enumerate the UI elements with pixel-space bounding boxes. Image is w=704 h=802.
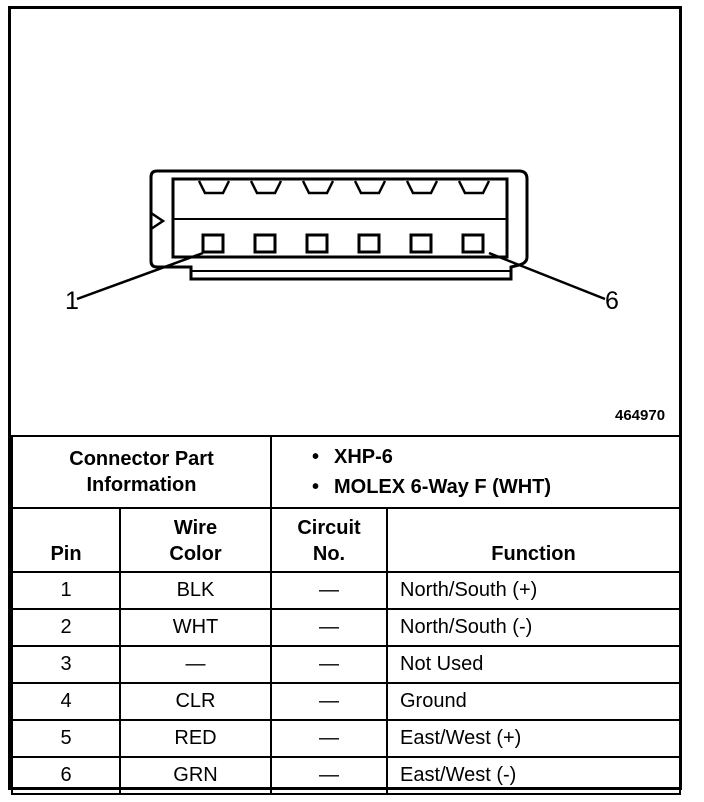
connector-housing-outline — [149, 169, 529, 281]
function-cell: North/South (+) — [386, 571, 681, 610]
connector-key-2 — [249, 180, 283, 195]
connector-info-item: •XHP-6 — [312, 446, 393, 468]
wire-color-cell: CLR — [119, 682, 272, 721]
terminal-cavity-3 — [305, 233, 329, 254]
pin-cell: 4 — [11, 682, 121, 721]
connector-drawing — [76, 169, 606, 301]
connector-info-label-line1: Connector Part — [69, 448, 214, 470]
table-row: 5 RED — East/West (+) — [11, 719, 681, 758]
terminal-cavity-6 — [461, 233, 485, 254]
pin-cell: 6 — [11, 756, 121, 795]
connector-figure-frame: 1 6 464970 Connector Part Information •X… — [8, 6, 682, 795]
connector-info-label-line2: Information — [86, 474, 197, 496]
circuit-cell: — — [270, 682, 388, 721]
terminal-cavity-2 — [253, 233, 277, 254]
function-cell: East/West (-) — [386, 756, 681, 795]
function-cell: Ground — [386, 682, 681, 721]
terminal-cavity-5 — [409, 233, 433, 254]
table-row: 3 — — Not Used — [11, 645, 681, 684]
table-row: 6 GRN — East/West (-) — [11, 756, 681, 795]
connector-key-5 — [405, 180, 439, 195]
connector-key-4 — [353, 180, 387, 195]
pin-cell: 1 — [11, 571, 121, 610]
connector-part-info-label: Connector Part Information — [11, 435, 272, 509]
circuit-cell: — — [270, 608, 388, 647]
wire-color-cell: GRN — [119, 756, 272, 795]
circuit-cell: — — [270, 719, 388, 758]
pin-6-leader-line — [488, 251, 606, 301]
connector-cavities — [201, 233, 485, 254]
function-cell: North/South (-) — [386, 608, 681, 647]
pin-cell: 5 — [11, 719, 121, 758]
pin-1-callout: 1 — [65, 287, 79, 315]
figure-number: 464970 — [615, 407, 666, 424]
connector-latch — [150, 211, 166, 231]
wire-color-cell: — — [119, 645, 272, 684]
connector-keys — [197, 180, 491, 195]
header-circuit-no: Circuit No. — [270, 507, 388, 573]
connector-pinout-table: Connector Part Information •XHP-6 •MOLEX… — [11, 435, 681, 795]
connector-key-3 — [301, 180, 335, 195]
pin-1-leader-line — [76, 251, 204, 301]
table-row: 1 BLK — North/South (+) — [11, 571, 681, 610]
connector-info-item: •MOLEX 6-Way F (WHT) — [312, 476, 552, 498]
table-header-row: Pin Wire Color Circuit No. Function — [11, 507, 681, 573]
terminal-cavity-1 — [201, 233, 225, 254]
terminal-cavity-4 — [357, 233, 381, 254]
pin-cell: 3 — [11, 645, 121, 684]
function-cell: Not Used — [386, 645, 681, 684]
table-row: 4 CLR — Ground — [11, 682, 681, 721]
function-cell: East/West (+) — [386, 719, 681, 758]
connector-part-info-values: •XHP-6 •MOLEX 6-Way F (WHT) — [270, 435, 681, 509]
pin-6-callout: 6 — [605, 287, 619, 315]
pin-cell: 2 — [11, 608, 121, 647]
wire-color-cell: RED — [119, 719, 272, 758]
wire-color-cell: WHT — [119, 608, 272, 647]
wire-color-cell: BLK — [119, 571, 272, 610]
circuit-cell: — — [270, 756, 388, 795]
connector-info-row: Connector Part Information •XHP-6 •MOLEX… — [11, 435, 681, 509]
connector-diagram: 1 6 464970 — [11, 9, 679, 435]
table-row: 2 WHT — North/South (-) — [11, 608, 681, 647]
connector-key-6 — [457, 180, 491, 195]
header-pin: Pin — [11, 507, 121, 573]
circuit-cell: — — [270, 571, 388, 610]
connector-key-1 — [197, 180, 231, 195]
circuit-cell: — — [270, 645, 388, 684]
header-function: Function — [386, 507, 681, 573]
header-wire-color: Wire Color — [119, 507, 272, 573]
